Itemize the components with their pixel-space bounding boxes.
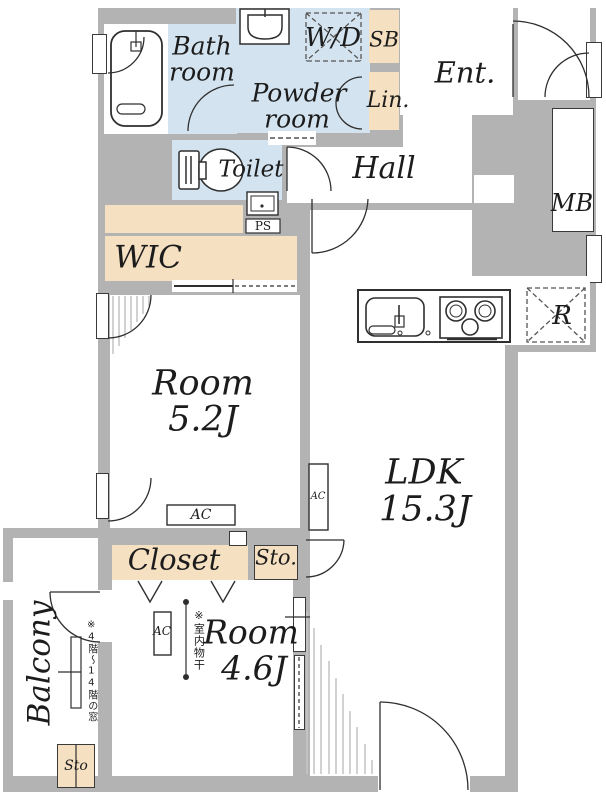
hall-label: Hall [352,151,416,186]
ps-label: PS [254,219,272,233]
balcony-door-opening [96,590,114,642]
room52-name-label: Room [152,363,254,404]
window-slot-below-mb [586,235,602,283]
powder-room-label-2: room [264,104,330,134]
meter-box-label: MB [550,189,594,217]
ldk-name-label: LDK [385,452,463,493]
room46-name-label: Room [203,612,299,652]
entrance [400,8,513,115]
ldk-main [310,345,505,776]
bath-room-label-1: Bath [172,31,232,61]
toilet-label: Toilet [218,156,284,183]
closet [112,545,248,580]
walk-in-closet [105,236,297,281]
wic-shelf [105,205,243,233]
balcony-door-slot [378,776,470,792]
refrigerator-label: R [552,301,572,331]
ac-label-ldk: AC [310,491,326,502]
window-room52-lower [96,473,109,519]
shoe-box [369,10,399,63]
window-room52-upper [96,293,109,339]
balcony-wall-notch [0,582,13,600]
closet-label: Closet [127,542,221,577]
shoe-box-label: SB [369,27,399,52]
front-door-slot [586,42,602,98]
pillar-duct [229,531,247,546]
wic-sliding-door [172,280,297,292]
room46-size-label: 4.6J [221,648,287,688]
area-outside-right [518,352,606,800]
hall-connector [403,115,472,151]
bath-room-label-2: room [169,57,235,87]
storage-balcony-label: Sto [64,758,88,774]
storage-box [254,545,298,580]
hall-nook [474,175,514,203]
room52-size-label: 5.2J [168,399,238,440]
window-room46-ldk-sliding [294,655,305,730]
room-4-6 [112,580,293,776]
powder-room-label-1: Powder [251,78,347,108]
entry-alcove [518,8,590,100]
window-floors-note: ※4階〜14階の窓 [85,619,97,723]
bath-tub-room [104,24,168,134]
ac-label-room52: AC [190,507,212,523]
balcony-label: Balcony [21,600,58,726]
storage-label: Sto. [255,545,297,570]
linen-label: Lin. [366,88,410,113]
ldk-upper [310,210,472,276]
washer-dryer-label: W/D [304,23,362,53]
ldk-kitchen-strip [310,276,590,345]
window-room46-ldk-fix [293,597,306,652]
indoor-laundry-note: ※室内物干 [192,609,206,671]
ldk-size-label: 15.3J [379,489,471,530]
linen-cabinet [369,72,399,130]
wic-label: WIC [114,239,182,276]
ac-label-room46: AC [153,624,171,638]
meter-box [552,108,594,232]
entrance-label: Ent. [434,55,496,90]
balcony [13,538,98,776]
window-tub-left [92,34,107,74]
